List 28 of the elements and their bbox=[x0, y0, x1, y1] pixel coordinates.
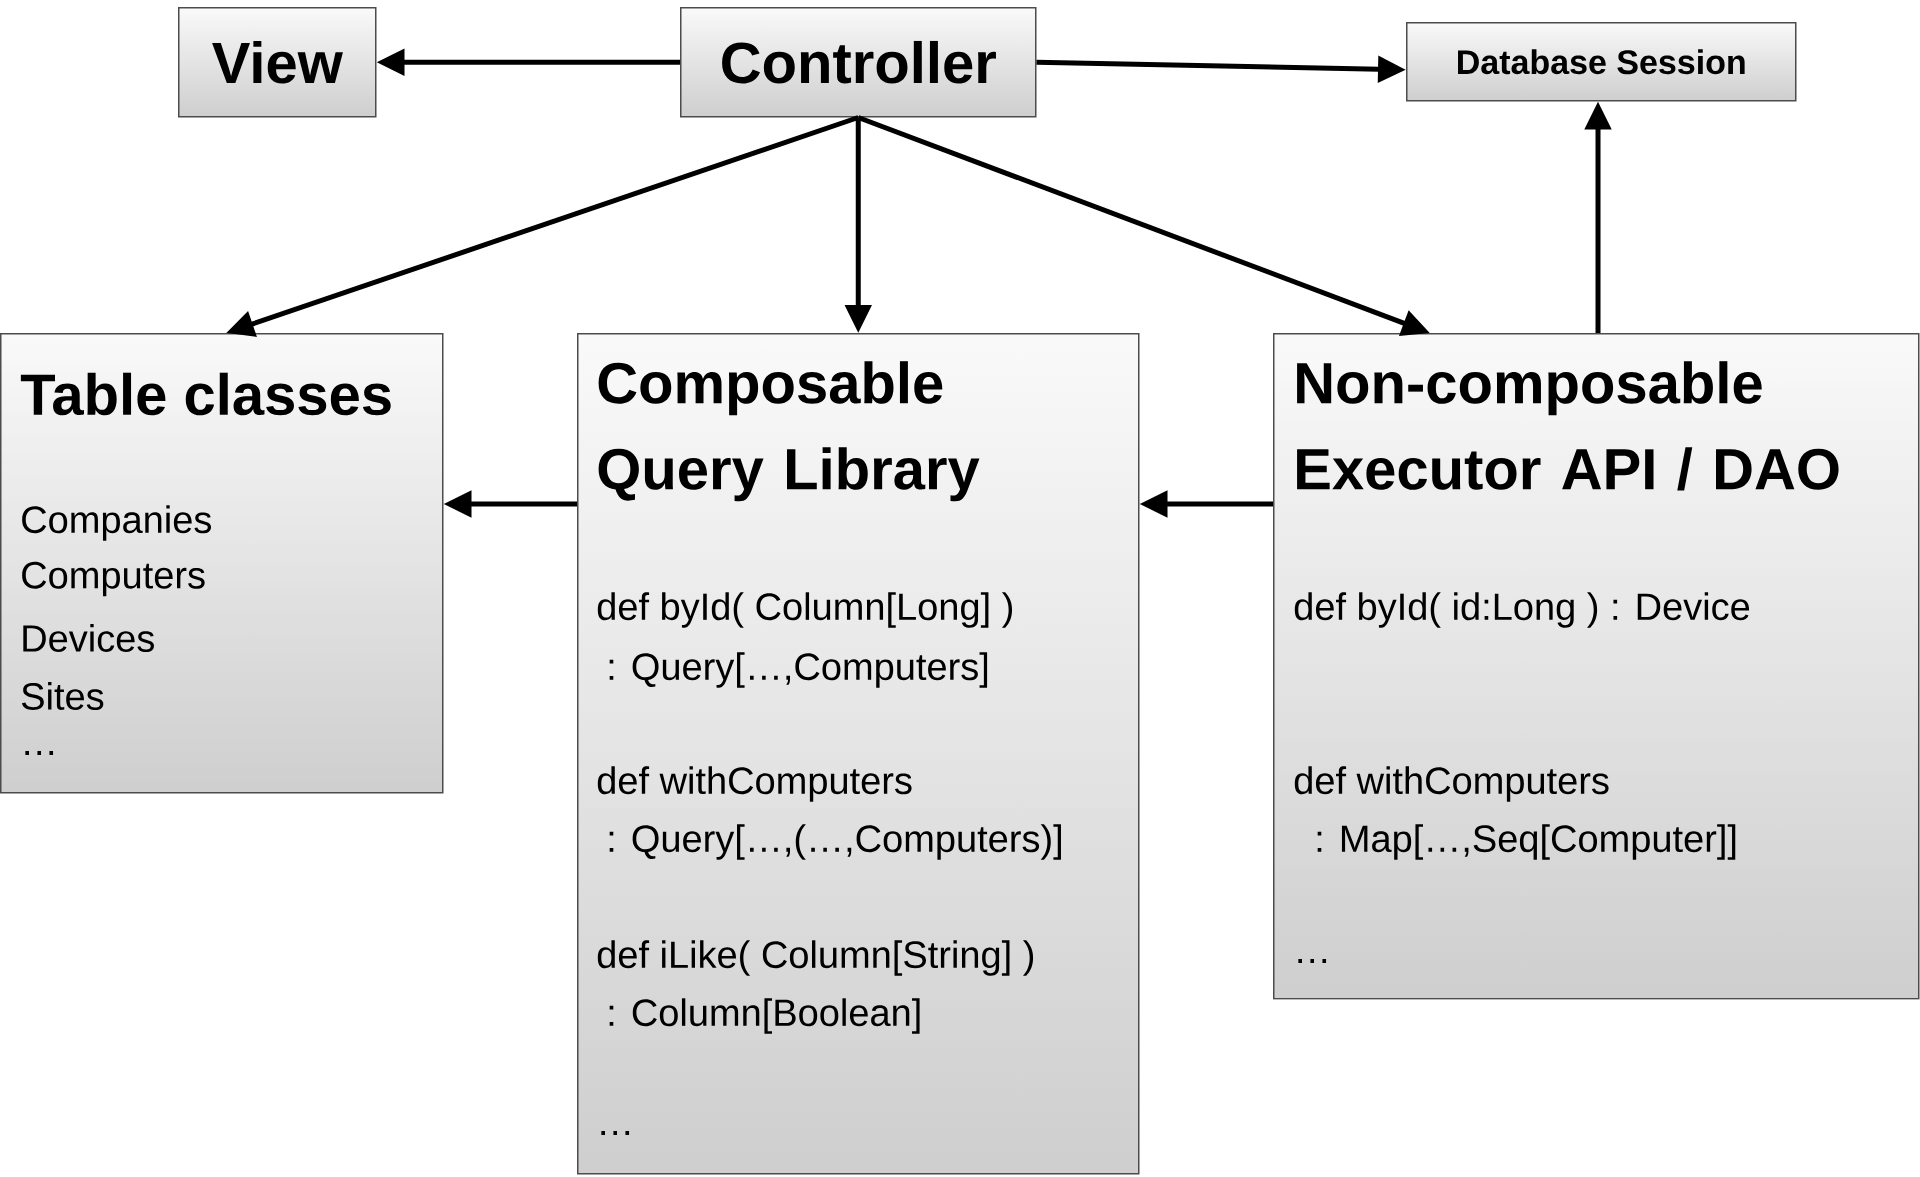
box-heading: Non-composable Executor API / DAO bbox=[1297, 361, 1839, 491]
code-line: def withComputers bbox=[597, 766, 912, 802]
code-line: … bbox=[601, 1130, 630, 1136]
box-heading: Table classes bbox=[20, 372, 391, 416]
code-line: def iLike( Column[String] ) bbox=[597, 940, 1034, 976]
code-line: Computers bbox=[22, 561, 205, 597]
code-line: : Query[…,(…,Computers)] bbox=[609, 824, 1061, 860]
code-line: : Query[…,Computers] bbox=[609, 652, 988, 688]
box-heading: View bbox=[212, 40, 343, 84]
box-heading: Composable Query Library bbox=[598, 361, 980, 502]
code-line: Companies bbox=[22, 505, 211, 541]
component-box bbox=[178, 7, 377, 118]
code-line: … bbox=[25, 750, 54, 756]
component-box bbox=[0, 333, 444, 794]
code-line: Devices bbox=[23, 624, 154, 652]
component-box bbox=[1273, 333, 1920, 1000]
code-line: def byId( Column[Long] ) bbox=[597, 592, 1012, 628]
code-line: : Map[…,Seq[Computer]] bbox=[1317, 824, 1736, 860]
code-line: : Column[Boolean] bbox=[609, 998, 920, 1034]
code-line: def withComputers bbox=[1294, 766, 1609, 802]
code-line: … bbox=[1298, 958, 1327, 964]
component-box bbox=[680, 7, 1037, 118]
component-box bbox=[1406, 22, 1797, 102]
box-heading: Controller bbox=[722, 40, 996, 84]
component-box bbox=[577, 333, 1140, 1175]
code-line: Sites bbox=[21, 682, 104, 710]
code-line: def byId( id:Long ) : Device bbox=[1294, 592, 1750, 628]
box-heading: Database Session bbox=[1458, 49, 1745, 75]
